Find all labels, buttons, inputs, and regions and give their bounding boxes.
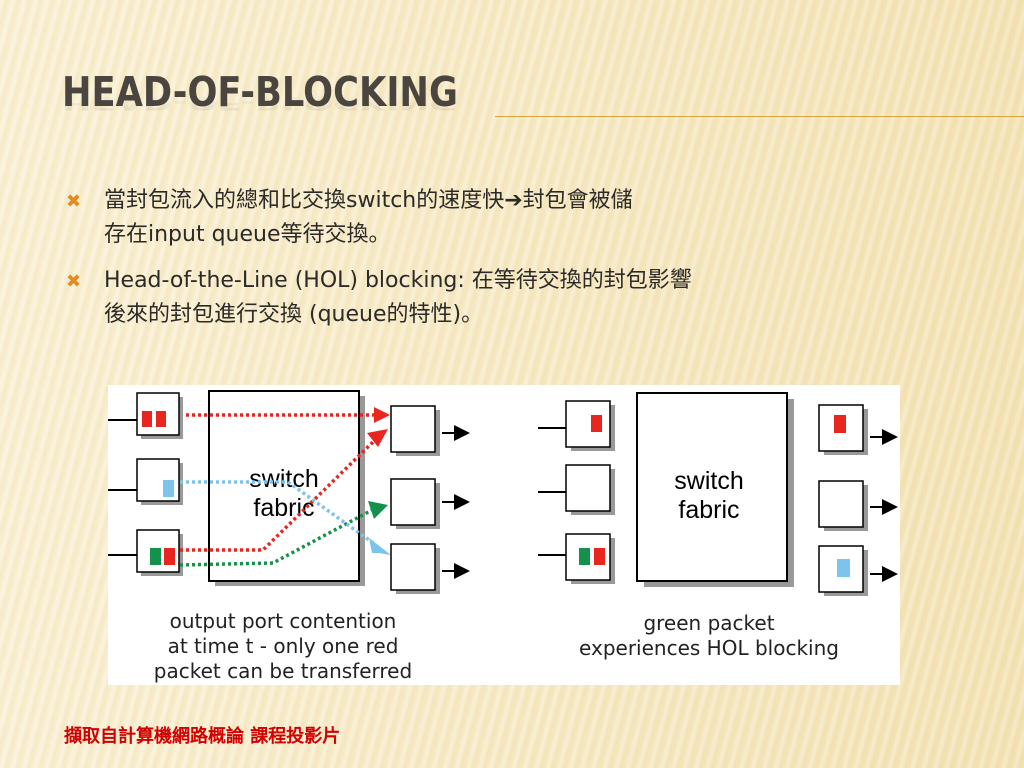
bullet-list: ✖ 當封包流入的總和比交換switch的速度快➔封包會被儲 存在input qu… — [64, 184, 924, 344]
bullet-2-line2: 後來的封包進行交換 (queue的特性)。 — [104, 302, 484, 327]
fabric-label-line2: fabric — [678, 496, 739, 524]
input-queue-2 — [565, 464, 611, 512]
red-packet — [164, 548, 175, 565]
red-packet — [834, 415, 846, 433]
bullet-1-line2: 存在input queue等待交換。 — [104, 222, 391, 247]
blue-transfer-path — [180, 480, 378, 547]
red-packet — [591, 415, 602, 432]
bullet-1-line1-post: 封包會被儲 — [522, 188, 633, 213]
left-caption-line3: packet can be transferred — [153, 659, 413, 683]
left-diagram: switch fabric — [108, 390, 470, 594]
red-arrowhead — [367, 429, 388, 447]
hol-blocking-figure: switch fabric — [108, 385, 900, 685]
blue-packet — [837, 559, 850, 577]
right-arrow-icon: ➔ — [504, 188, 523, 213]
right-caption-line2: experiences HOL blocking — [579, 636, 839, 660]
transfer-arrows — [179, 413, 378, 567]
slide-title: HEAD-OF-BLOCKING — [62, 68, 458, 116]
green-packet — [579, 548, 590, 565]
green-transfer-path — [179, 507, 375, 567]
green-packet — [150, 548, 161, 565]
bullet-item-1: ✖ 當封包流入的總和比交換switch的速度快➔封包會被儲 存在input qu… — [64, 184, 924, 252]
fabric-label-line2: fabric — [253, 494, 314, 522]
left-caption-line2: at time t - only one red — [167, 634, 399, 658]
red-packet — [156, 411, 166, 427]
output-queue-1 — [390, 405, 436, 453]
right-caption: green packet experiences HOL blocking — [526, 611, 892, 661]
blue-packet — [163, 480, 174, 497]
switch-fabric — [636, 392, 788, 582]
source-footer: 擷取自計算機網路概論 課程投影片 — [64, 726, 341, 747]
output-queue-2 — [818, 480, 864, 528]
red-packet — [142, 411, 152, 427]
output-queue-2 — [390, 478, 436, 526]
fabric-label-line1: switch — [674, 467, 743, 495]
red-transfer-path — [180, 439, 376, 552]
left-caption-line1: output port contention — [169, 609, 397, 633]
bullet-item-2: ✖ Head-of-the-Line (HOL) blocking: 在等待交換… — [64, 264, 924, 332]
right-caption-line1: green packet — [643, 611, 775, 635]
title-underline — [495, 116, 1024, 117]
switch-diagram: switch fabric — [108, 390, 898, 596]
left-caption: output port contention at time t - only … — [108, 609, 458, 684]
input-queue-1 — [565, 400, 611, 448]
bullet-1-line1-pre: 當封包流入的總和比交換switch的速度快 — [104, 188, 505, 213]
output-queue-3 — [390, 543, 436, 591]
red-packet — [594, 548, 605, 565]
bullet-x-icon: ✖ — [66, 271, 82, 292]
right-diagram: switch fabric — [538, 392, 898, 596]
green-arrowhead — [368, 501, 388, 519]
bullet-2-line1: Head-of-the-Line (HOL) blocking: 在等待交換的封… — [104, 268, 692, 293]
blue-arrowhead — [369, 538, 391, 555]
red-arrowhead — [374, 407, 390, 423]
fabric-label-line1: switch — [249, 465, 318, 493]
bullet-x-icon: ✖ — [66, 191, 82, 212]
